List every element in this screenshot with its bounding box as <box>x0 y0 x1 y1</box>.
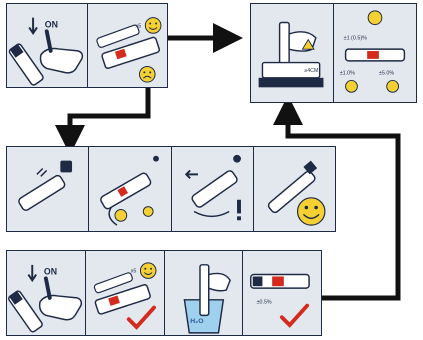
pointing-hand-icon <box>39 29 84 74</box>
step-rinse-electrode <box>89 147 172 231</box>
smiley-happy-icon <box>144 17 161 34</box>
on-label-2: ON <box>44 267 57 277</box>
smiley-small-icon <box>114 206 154 222</box>
tester-sideways-icon-2 <box>93 272 151 315</box>
panel-middle <box>6 146 336 232</box>
pointing-hand-icon-2 <box>38 276 83 321</box>
step-shake <box>172 147 254 231</box>
press-arrow-icon <box>28 17 38 36</box>
tester-uncap-icon <box>18 160 73 211</box>
checkmark-icon-2 <box>280 303 310 328</box>
step-ready <box>254 147 335 231</box>
smiley-top-icon <box>367 10 383 26</box>
smiley-right-icon <box>386 79 400 93</box>
water-label: H₂O <box>190 318 203 325</box>
tester-display-icon <box>344 48 406 62</box>
arrow-row1-to-row2 <box>55 88 151 155</box>
smiley-left-icon <box>345 79 358 93</box>
step-switch-on-2: ON <box>7 251 86 335</box>
tester-dip-icon <box>198 264 231 317</box>
step-switch-on: ON <box>7 4 88 87</box>
pen-tester-icon <box>8 43 44 86</box>
tester-rinse-icon <box>100 155 160 210</box>
tester-in-sample-icon <box>258 21 324 88</box>
clearance-label: ≥4CM <box>304 68 318 74</box>
x5-label-2: x5 <box>130 269 136 275</box>
panel-top-left: ON x5 <box>6 3 168 88</box>
pen-tester-icon-2 <box>8 290 43 333</box>
tester-ready-icon <box>267 160 317 214</box>
step-result-ok: ±0.5% <box>243 251 321 335</box>
exclamation-icon <box>236 199 241 221</box>
step-calibrate-ok: x5 <box>86 251 165 335</box>
tester-display-icon-2 <box>250 273 311 289</box>
x5-label: x5 <box>135 23 141 29</box>
smiley-large-icon <box>296 197 326 226</box>
step-remove-cap <box>7 147 90 231</box>
dose-range-label: ±1 (0.5)% <box>344 35 367 41</box>
dose-high-label: ±5.0% <box>379 71 394 77</box>
tester-sideways-icon <box>95 24 160 69</box>
tester-shake-icon <box>184 154 241 218</box>
panel-bottom: ON x5 <box>6 250 322 336</box>
panel-top-right: ≥4CM ±1 (0.5)% ±1.0% ±5.0% <box>250 3 417 103</box>
press-arrow-icon-2 <box>27 264 37 283</box>
step-measure: ≥4CM <box>251 4 334 102</box>
smiley-sad-icon <box>138 66 156 83</box>
arrow-row3-to-measure <box>273 95 401 301</box>
checkmark-icon <box>126 305 156 330</box>
dose-bottom-label: ±0.5% <box>257 300 272 306</box>
on-label: ON <box>45 19 58 29</box>
glass-of-water-icon <box>183 299 224 334</box>
step-dip-in-water: H₂O <box>165 251 244 335</box>
step-calibrate: x5 <box>88 4 168 87</box>
smiley-happy-icon-2 <box>139 262 157 279</box>
dose-low-label: ±1.0% <box>340 71 355 77</box>
step-read-result: ±1 (0.5)% ±1.0% ±5.0% <box>334 4 416 102</box>
rotate-arrow-icon <box>108 207 118 226</box>
warning-icon <box>301 38 315 50</box>
